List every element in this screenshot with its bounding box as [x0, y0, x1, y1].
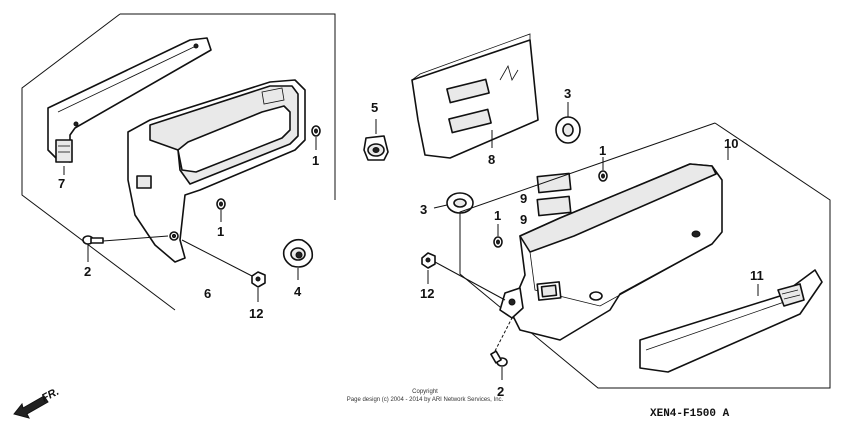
- part-12-nut-right[interactable]: [421, 252, 436, 269]
- right-group-frame: [459, 122, 831, 389]
- left-group-frame: [120, 13, 336, 88]
- part-1-grommet-a[interactable]: [311, 125, 321, 137]
- callout-3-b: 3: [420, 202, 427, 217]
- callout-1-c: 1: [599, 143, 606, 158]
- callout-1-d: 1: [494, 208, 501, 223]
- diagram-code: XEN4-F1500 A: [650, 408, 730, 420]
- front-direction-arrow-icon: [13, 395, 49, 419]
- part-9-pad-b[interactable]: [536, 195, 572, 217]
- copyright-line-1: Copyright: [412, 389, 438, 395]
- part-11-trim-strip[interactable]: [639, 269, 823, 373]
- part-10-right-side-cover[interactable]: [499, 163, 723, 341]
- callout-2-a: 2: [84, 264, 91, 279]
- callout-10: 10: [724, 136, 738, 151]
- callout-9-b: 9: [520, 212, 527, 227]
- part-3-grommet-b[interactable]: [446, 192, 474, 214]
- callout-6: 6: [204, 286, 211, 301]
- part-7-strap[interactable]: [47, 37, 212, 163]
- part-5-grommet[interactable]: [363, 135, 389, 161]
- part-1-grommet-d[interactable]: [493, 236, 503, 248]
- copyright-line-2: Page design (c) 2004 - 2014 by ARI Netwo…: [347, 397, 504, 403]
- part-1-grommet-b[interactable]: [216, 198, 226, 210]
- part-4-grommet[interactable]: [282, 238, 314, 268]
- part-6-left-side-cover[interactable]: [127, 79, 306, 263]
- callout-11: 11: [750, 268, 764, 283]
- callout-1-b: 1: [217, 224, 224, 239]
- callout-1-a: 1: [312, 153, 319, 168]
- callout-8: 8: [488, 152, 495, 167]
- part-8-emblem-sheet[interactable]: [411, 33, 539, 159]
- part-2-screw-left[interactable]: [82, 235, 104, 245]
- part-1-grommet-c[interactable]: [598, 170, 608, 182]
- front-label: FR.: [40, 386, 61, 405]
- part-12-nut-left[interactable]: [251, 271, 266, 288]
- callout-12-a: 12: [249, 306, 263, 321]
- callout-5: 5: [371, 100, 378, 115]
- callout-3-a: 3: [564, 86, 571, 101]
- callout-9-a: 9: [520, 191, 527, 206]
- part-3-grommet-a[interactable]: [555, 116, 581, 144]
- callout-7: 7: [58, 176, 65, 191]
- callout-2-b: 2: [497, 384, 504, 399]
- callout-12-b: 12: [420, 286, 434, 301]
- callout-4: 4: [294, 284, 302, 299]
- part-2-screw-right[interactable]: [490, 350, 508, 367]
